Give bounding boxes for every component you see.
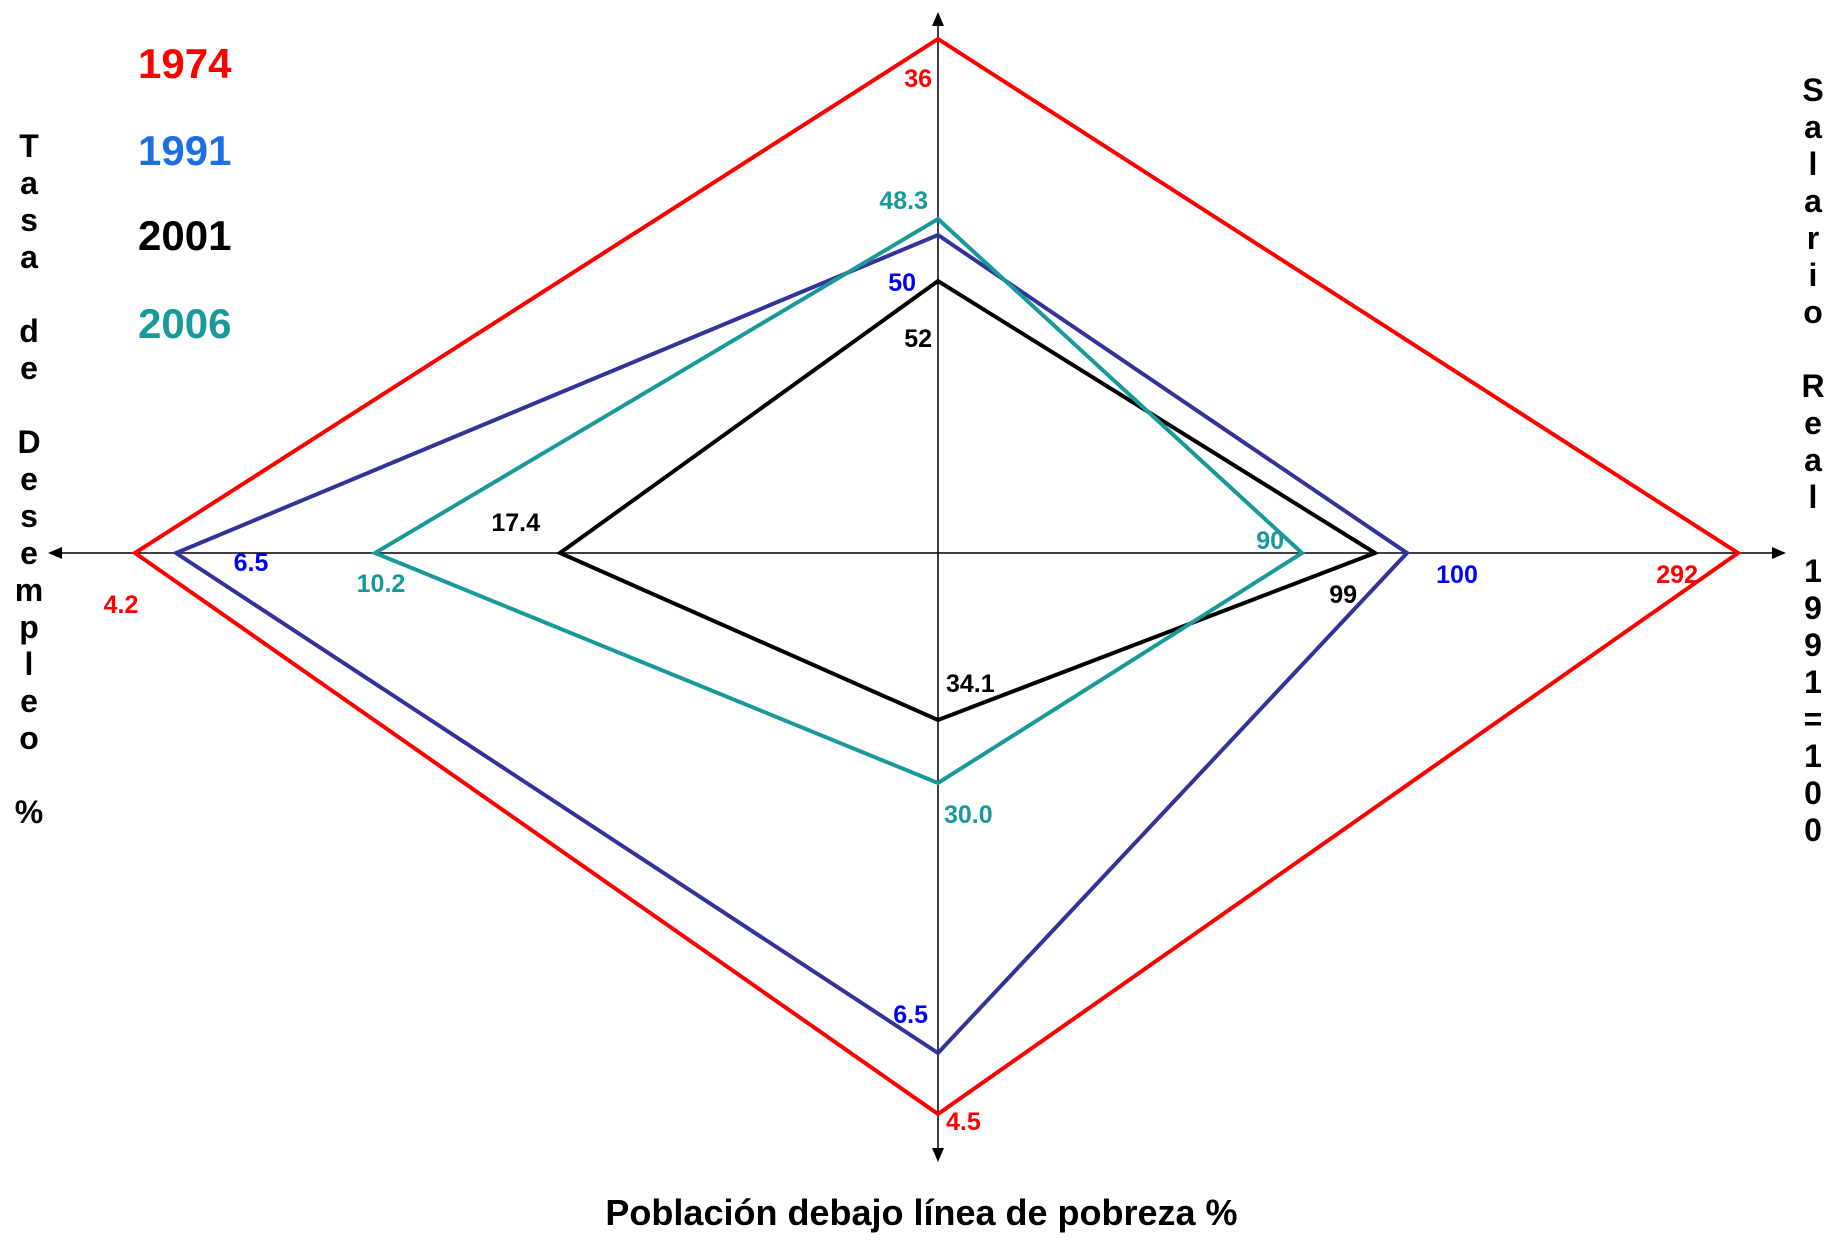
- left-axis-label-char: m: [14, 572, 44, 608]
- arrow-up-icon: [932, 12, 944, 26]
- left-axis-label-char: e: [20, 350, 38, 386]
- right-axis-label-char: a: [1804, 183, 1822, 219]
- data-label-2006-left: 10.2: [357, 570, 406, 598]
- legend-item-1974: 1974: [138, 40, 232, 87]
- data-label-1974-left: 4.2: [104, 591, 139, 619]
- legend-item-2001: 2001: [138, 212, 232, 259]
- right-axis-label-char: l: [1808, 146, 1818, 182]
- left-axis-label-char: o: [19, 720, 39, 756]
- left-axis-label-char: e: [20, 461, 38, 497]
- data-label-2001-left: 17.4: [491, 509, 540, 537]
- arrow-right-icon: [1772, 547, 1786, 559]
- data-label-1991-right: 100: [1436, 561, 1478, 589]
- data-label-2006-up: 48.3: [879, 187, 928, 215]
- data-label-1974-right: 292: [1656, 561, 1698, 589]
- data-label-1991-down: 6.5: [893, 1001, 928, 1029]
- legend-item-1991: 1991: [138, 127, 232, 174]
- left-axis-label-char: D: [17, 424, 41, 460]
- right-axis-label-char: 0: [1804, 812, 1822, 848]
- series-2006-polygon: [370, 216, 1306, 786]
- data-label-2006-down: 30.0: [944, 801, 993, 829]
- series-2001-polygon: [555, 278, 1380, 723]
- data-label-2001-down: 34.1: [946, 670, 995, 698]
- data-label-1974-up: 36: [904, 65, 932, 93]
- right-axis-label-char: R: [1801, 368, 1825, 404]
- left-axis-label-char: a: [20, 239, 38, 275]
- arrow-down-icon: [932, 1148, 944, 1162]
- right-axis-label-char: 9: [1804, 627, 1822, 663]
- left-axis-label-char: a: [20, 165, 38, 201]
- left-axis-label-char: e: [20, 535, 38, 571]
- right-axis-label-char: 0: [1804, 775, 1822, 811]
- right-axis-label-char: a: [1804, 442, 1822, 478]
- right-axis-label-char: 9: [1804, 590, 1822, 626]
- series-1991-polygon: [171, 232, 1411, 1056]
- arrow-left-icon: [48, 547, 62, 559]
- right-axis-label-char: 1: [1804, 738, 1822, 774]
- left-axis-label-char: T: [19, 128, 39, 164]
- data-label-1974-down: 4.5: [946, 1108, 981, 1136]
- left-axis-label-char: s: [20, 202, 38, 238]
- right-axis-label-char: o: [1803, 294, 1823, 330]
- data-label-1991-up: 50: [888, 269, 916, 297]
- left-axis-label-char: e: [20, 683, 38, 719]
- right-axis-label-char: 1: [1804, 664, 1822, 700]
- left-axis-label-char: %: [14, 794, 44, 830]
- data-label-2006-right: 90: [1256, 527, 1284, 555]
- right-axis-label-char: a: [1804, 109, 1822, 145]
- series-1974-polygon: [131, 36, 1742, 1117]
- legend-item-2006: 2006: [138, 300, 232, 347]
- data-label-2001-up: 52: [904, 325, 932, 353]
- right-axis-label-char: e: [1804, 405, 1822, 441]
- left-axis-label-char: d: [19, 313, 39, 349]
- left-axis-label-char: s: [20, 498, 38, 534]
- right-axis-label-char: =: [1803, 701, 1823, 737]
- right-axis-label-char: S: [1802, 72, 1824, 108]
- bottom-axis-label: Población debajo línea de pobreza %: [605, 1192, 1238, 1233]
- data-label-2001-right: 99: [1329, 581, 1357, 609]
- data-label-1991-left: 6.5: [234, 549, 269, 577]
- right-axis-label-char: r: [1806, 220, 1820, 256]
- right-axis-label-char: 1: [1804, 553, 1822, 589]
- right-axis-label-char: i: [1808, 257, 1818, 293]
- left-axis-label-char: l: [24, 646, 34, 682]
- left-axis-label-char: p: [19, 609, 39, 645]
- right-axis-label-char: l: [1808, 479, 1818, 515]
